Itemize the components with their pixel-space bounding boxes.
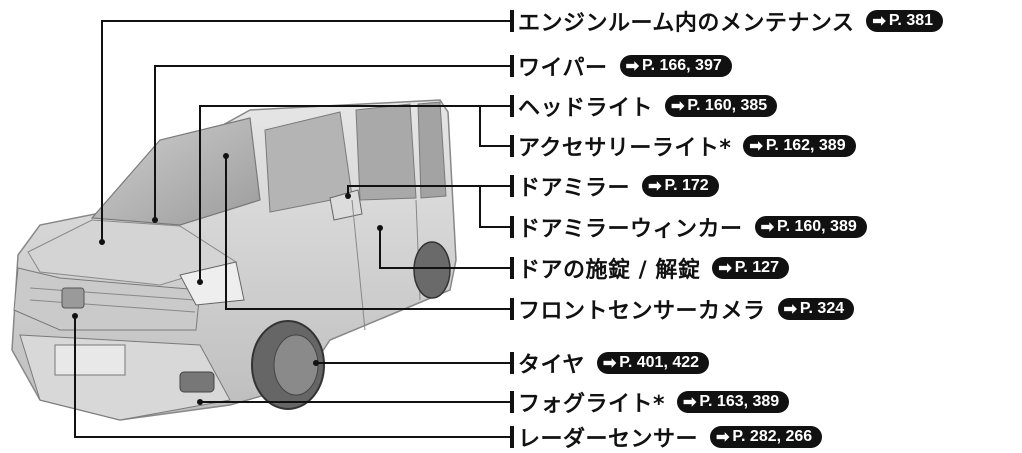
page-ref-link[interactable]: ➡P. 162, 389 (743, 135, 856, 157)
label-tick (510, 135, 514, 157)
leader-dots (72, 153, 383, 405)
arrow-right-icon: ➡ (625, 58, 639, 75)
page-ref-link[interactable]: ➡P. 166, 397 (619, 55, 732, 77)
arrow-right-icon: ➡ (716, 429, 730, 446)
page-ref-link[interactable]: ➡P. 282, 266 (710, 426, 823, 448)
page-ref-link[interactable]: ➡P. 163, 389 (677, 391, 790, 413)
label-tick (510, 257, 514, 279)
label-front-sensor-camera: フロントセンサーカメラ ➡P. 324 (510, 296, 855, 324)
label-engine-maintenance: エンジンルーム内のメンテナンス ➡P. 381 (510, 8, 944, 36)
leader-door-mirror (347, 185, 510, 196)
page-ref-text: P. 381 (888, 12, 934, 29)
page-ref-text: P. 160, 389 (776, 218, 857, 235)
leader-radar (74, 316, 510, 438)
label-door-mirror: ドアミラー ➡P. 172 (510, 173, 719, 201)
page-ref-text: P. 127 (734, 259, 779, 276)
label-tick (510, 391, 514, 413)
label-wiper: ワイパー ➡P. 166, 397 (510, 53, 732, 81)
arrow-right-icon: ➡ (602, 355, 617, 372)
arrow-right-icon: ➡ (648, 178, 662, 195)
label-text: アクセサリーライト* (518, 136, 732, 161)
label-headlight: ヘッドライト ➡P. 160, 385 (510, 93, 778, 121)
leader-lines (74, 20, 510, 438)
label-fog-light: フォグライト* ➡P. 163, 389 (510, 389, 790, 417)
car-body (11, 99, 457, 421)
label-text: フォグライト* (518, 392, 666, 417)
page-ref-link[interactable]: ➡P. 160, 385 (665, 95, 778, 117)
leader-headlight (199, 105, 510, 282)
label-tick (510, 298, 514, 320)
page-ref-text: P. 401, 422 (619, 354, 700, 371)
label-accessory-light: アクセサリーライト* ➡P. 162, 389 (510, 133, 856, 161)
leader-door-lock (379, 228, 510, 269)
page-ref-link[interactable]: ➡P. 127 (712, 257, 789, 279)
page-ref-text: P. 163, 389 (699, 393, 780, 410)
page-ref-text: P. 160, 385 (687, 97, 768, 114)
label-tick (510, 352, 514, 374)
page-ref-link[interactable]: ➡P. 172 (642, 175, 719, 197)
arrow-right-icon: ➡ (760, 219, 774, 236)
page-ref-text: P. 162, 389 (765, 137, 846, 154)
label-door-lock: ドアの施錠 / 解錠 ➡P. 127 (510, 255, 789, 283)
label-tick (510, 216, 514, 238)
page-ref-link[interactable]: ➡P. 381 (866, 10, 944, 32)
page-ref-link[interactable]: ➡P. 401, 422 (596, 352, 710, 374)
label-tick (510, 55, 514, 77)
leader-accessory (479, 106, 510, 147)
arrow-right-icon: ➡ (872, 13, 886, 30)
label-text: レーダーセンサー (518, 427, 699, 452)
page-ref-link[interactable]: ➡P. 160, 389 (754, 216, 867, 238)
leader-mirror-winker (479, 186, 510, 228)
label-text: ドアの施錠 / 解錠 (518, 258, 701, 283)
page-ref-text: P. 324 (799, 300, 845, 317)
arrow-right-icon: ➡ (683, 394, 697, 411)
arrow-right-icon: ➡ (749, 138, 763, 155)
label-tick (510, 95, 514, 117)
label-radar-sensor: レーダーセンサー ➡P. 282, 266 (510, 424, 823, 452)
page-ref-link[interactable]: ➡P. 324 (777, 298, 855, 320)
arrow-right-icon: ➡ (718, 260, 732, 277)
page-ref-text: P. 166, 397 (641, 57, 722, 74)
label-door-mirror-winker: ドアミラーウィンカー ➡P. 160, 389 (510, 214, 867, 242)
label-text: フロントセンサーカメラ (518, 299, 766, 324)
label-tick (510, 175, 514, 197)
label-text: ドアミラー (518, 176, 631, 201)
label-text: ワイパー (518, 56, 608, 81)
arrow-right-icon: ➡ (783, 301, 797, 318)
label-tick (510, 426, 514, 448)
leader-wiper (154, 65, 510, 220)
label-text: ヘッドライト (518, 96, 654, 121)
label-text: エンジンルーム内のメンテナンス (518, 11, 855, 36)
arrow-right-icon: ➡ (671, 98, 685, 115)
page-ref-text: P. 282, 266 (732, 428, 813, 445)
label-text: タイヤ (518, 353, 585, 378)
label-tire: タイヤ ➡P. 401, 422 (510, 350, 710, 378)
label-tick (510, 10, 514, 32)
leader-engine (101, 20, 510, 242)
label-text: ドアミラーウィンカー (518, 217, 743, 242)
leader-front-camera (225, 156, 510, 310)
page-ref-text: P. 172 (664, 177, 709, 194)
